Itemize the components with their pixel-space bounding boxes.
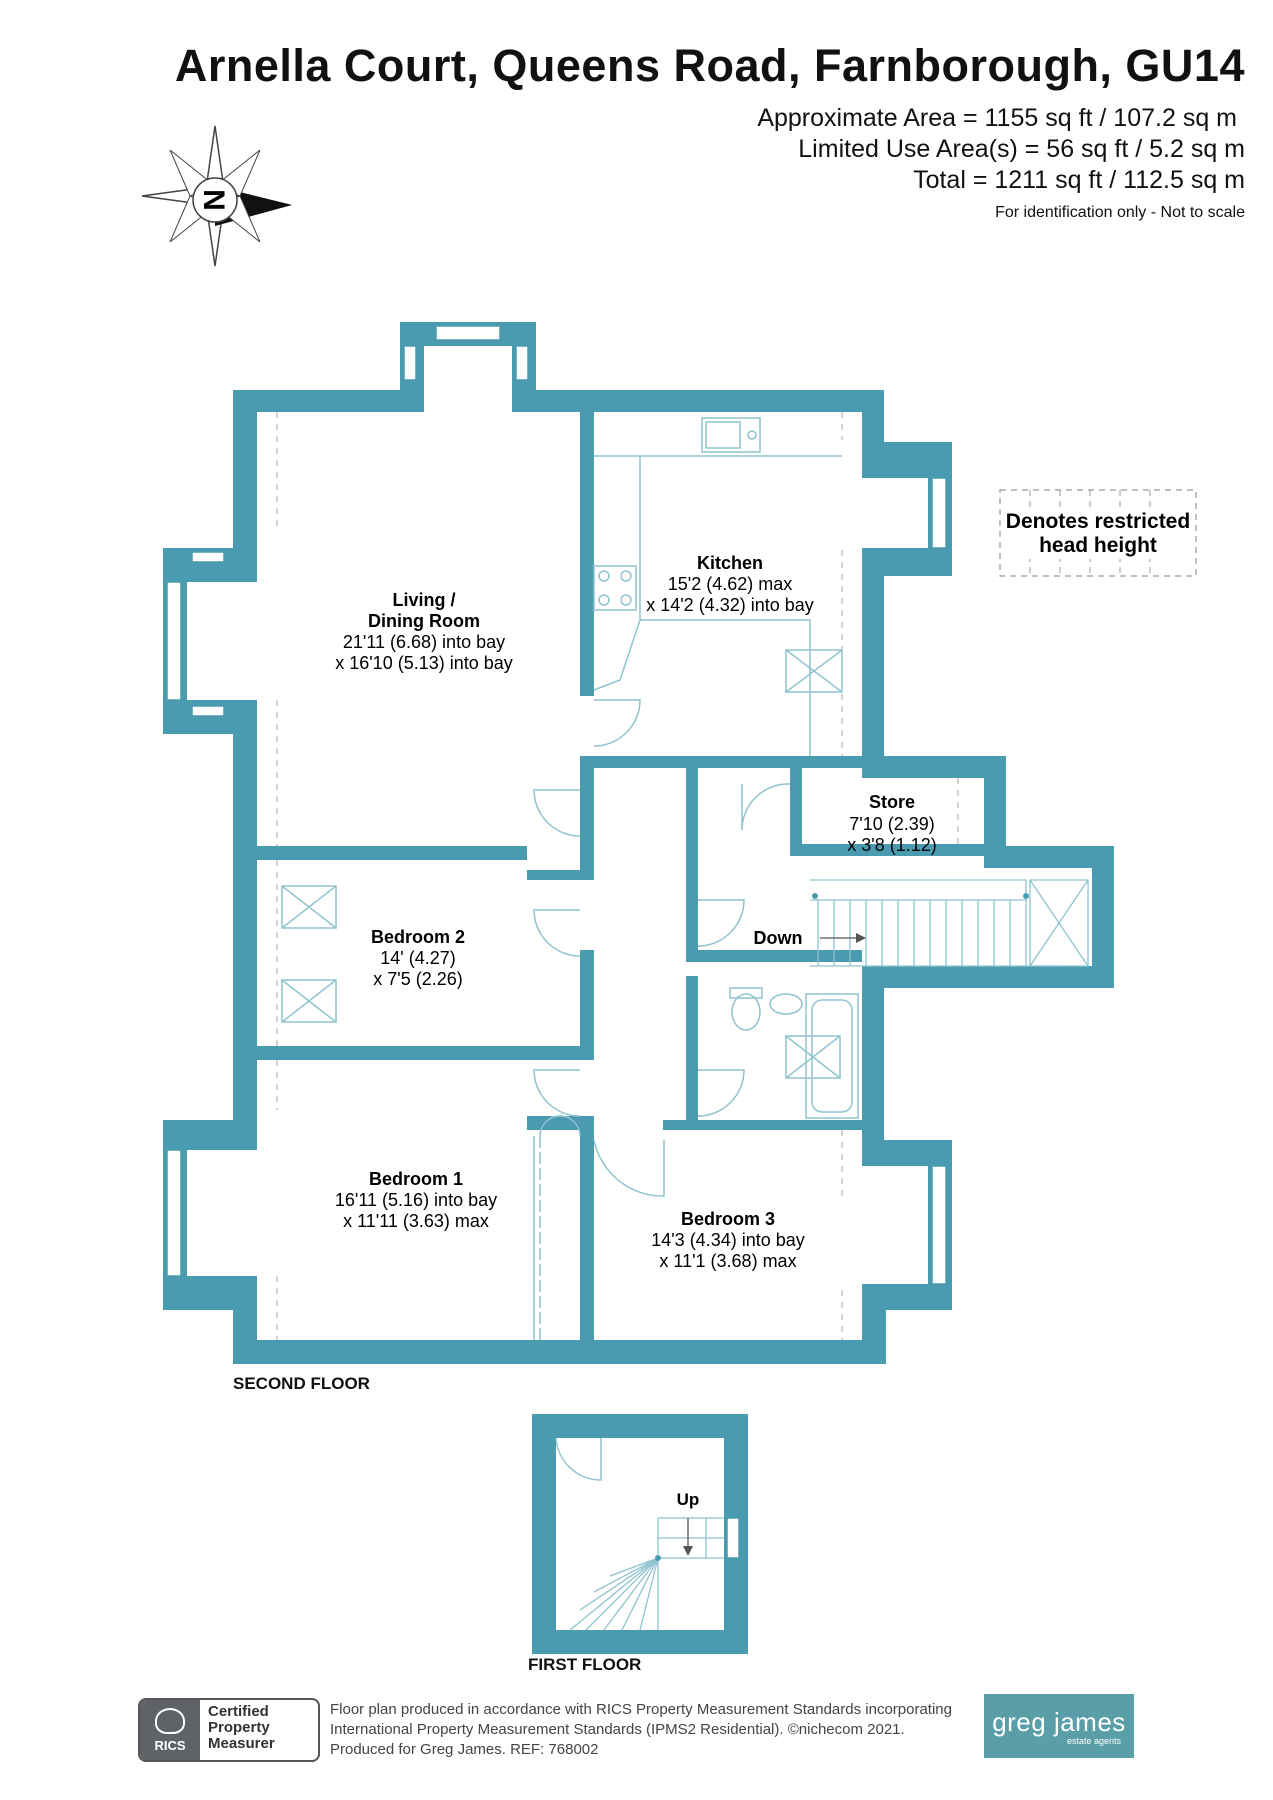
bathroom-fittings [729, 987, 859, 1119]
windows [166, 325, 947, 1285]
legend-line-2: head height [1039, 534, 1157, 557]
restricted-height-legend: Denotes restricted head height [999, 489, 1197, 577]
compass-icon: N [141, 125, 292, 267]
footer-line-2: International Property Measurement Stand… [330, 1721, 905, 1738]
second-floor-walls [163, 322, 1114, 1364]
bedroom2-dim-1: 14' (4.27) [380, 948, 455, 968]
bedroom3-name: Bedroom 3 [681, 1209, 775, 1229]
brand-subtitle: estate agents [1066, 1735, 1122, 1746]
badge-line-3: Measurer [208, 1735, 275, 1752]
rics-logo: RICS [140, 1700, 200, 1760]
store-name: Store [869, 792, 915, 812]
badge-line-2: Property [208, 1719, 270, 1736]
staircase-down [810, 879, 1089, 967]
approximate-area: Approximate Area = 1155 sq ft / 107.2 sq… [757, 104, 1237, 132]
footer-line-3: Produced for Greg James. REF: 768002 [330, 1741, 599, 1758]
room-labels: Living / Dining Room 21'11 (6.68) into b… [335, 553, 937, 1271]
badge-line-1: Certified [208, 1703, 269, 1720]
kitchen-fittings [593, 417, 843, 756]
rics-certified-badge: RICS Certified Property Measurer [138, 1698, 320, 1762]
bedroom1-name: Bedroom 1 [369, 1169, 463, 1189]
restricted-height-lines [276, 412, 959, 1340]
page-title: Arnella Court, Queens Road, Farnborough,… [174, 40, 1245, 91]
brand-name: greg james [992, 1706, 1126, 1737]
total-area: Total = 1211 sq ft / 112.5 sq m [913, 166, 1245, 194]
compass-north-label: N [197, 189, 230, 211]
rics-crest-icon [155, 1707, 185, 1734]
footer-disclaimer: Floor plan produced in accordance with R… [330, 1700, 952, 1760]
store-dim-1: 7'10 (2.39) [849, 814, 935, 834]
greg-james-logo: greg james estate agents [984, 1694, 1134, 1758]
stairs-down-label: Down [754, 928, 803, 948]
kitchen-dim-2: x 14'2 (4.32) into bay [646, 595, 814, 615]
living-name-1: Living / [393, 590, 456, 610]
living-name-2: Dining Room [368, 611, 480, 631]
living-dim-1: 21'11 (6.68) into bay [343, 632, 505, 652]
bedroom1-dim-2: x 11'11 (3.63) max [343, 1211, 489, 1231]
doors [533, 699, 791, 1340]
kitchen-dim-1: 15'2 (4.62) max [668, 574, 793, 594]
skylights [281, 885, 841, 1079]
bedroom3-dim-2: x 11'1 (3.68) max [659, 1251, 796, 1271]
rics-logo-text: RICS [154, 1737, 186, 1753]
limited-use-area: Limited Use Area(s) = 56 sq ft / 5.2 sq … [798, 135, 1245, 163]
bedroom3-dim-1: 14'3 (4.34) into bay [651, 1230, 805, 1250]
first-floor: Up [532, 1414, 748, 1654]
bedroom2-name: Bedroom 2 [371, 927, 465, 947]
footer-line-1: Floor plan produced in accordance with R… [330, 1701, 952, 1718]
second-floor-label: SECOND FLOOR [233, 1374, 370, 1393]
kitchen-name: Kitchen [697, 553, 763, 573]
living-dim-2: x 16'10 (5.13) into bay [335, 653, 513, 673]
legend-line-1: Denotes restricted [1006, 510, 1190, 533]
identification-note: For identification only - Not to scale [995, 204, 1245, 221]
bedroom1-dim-1: 16'11 (5.16) into bay [335, 1190, 497, 1210]
bedroom2-dim-2: x 7'5 (2.26) [373, 969, 462, 989]
store-dim-2: x 3'8 (1.12) [847, 835, 936, 855]
first-floor-label: FIRST FLOOR [528, 1655, 642, 1674]
stairs-up-label: Up [677, 1490, 700, 1509]
